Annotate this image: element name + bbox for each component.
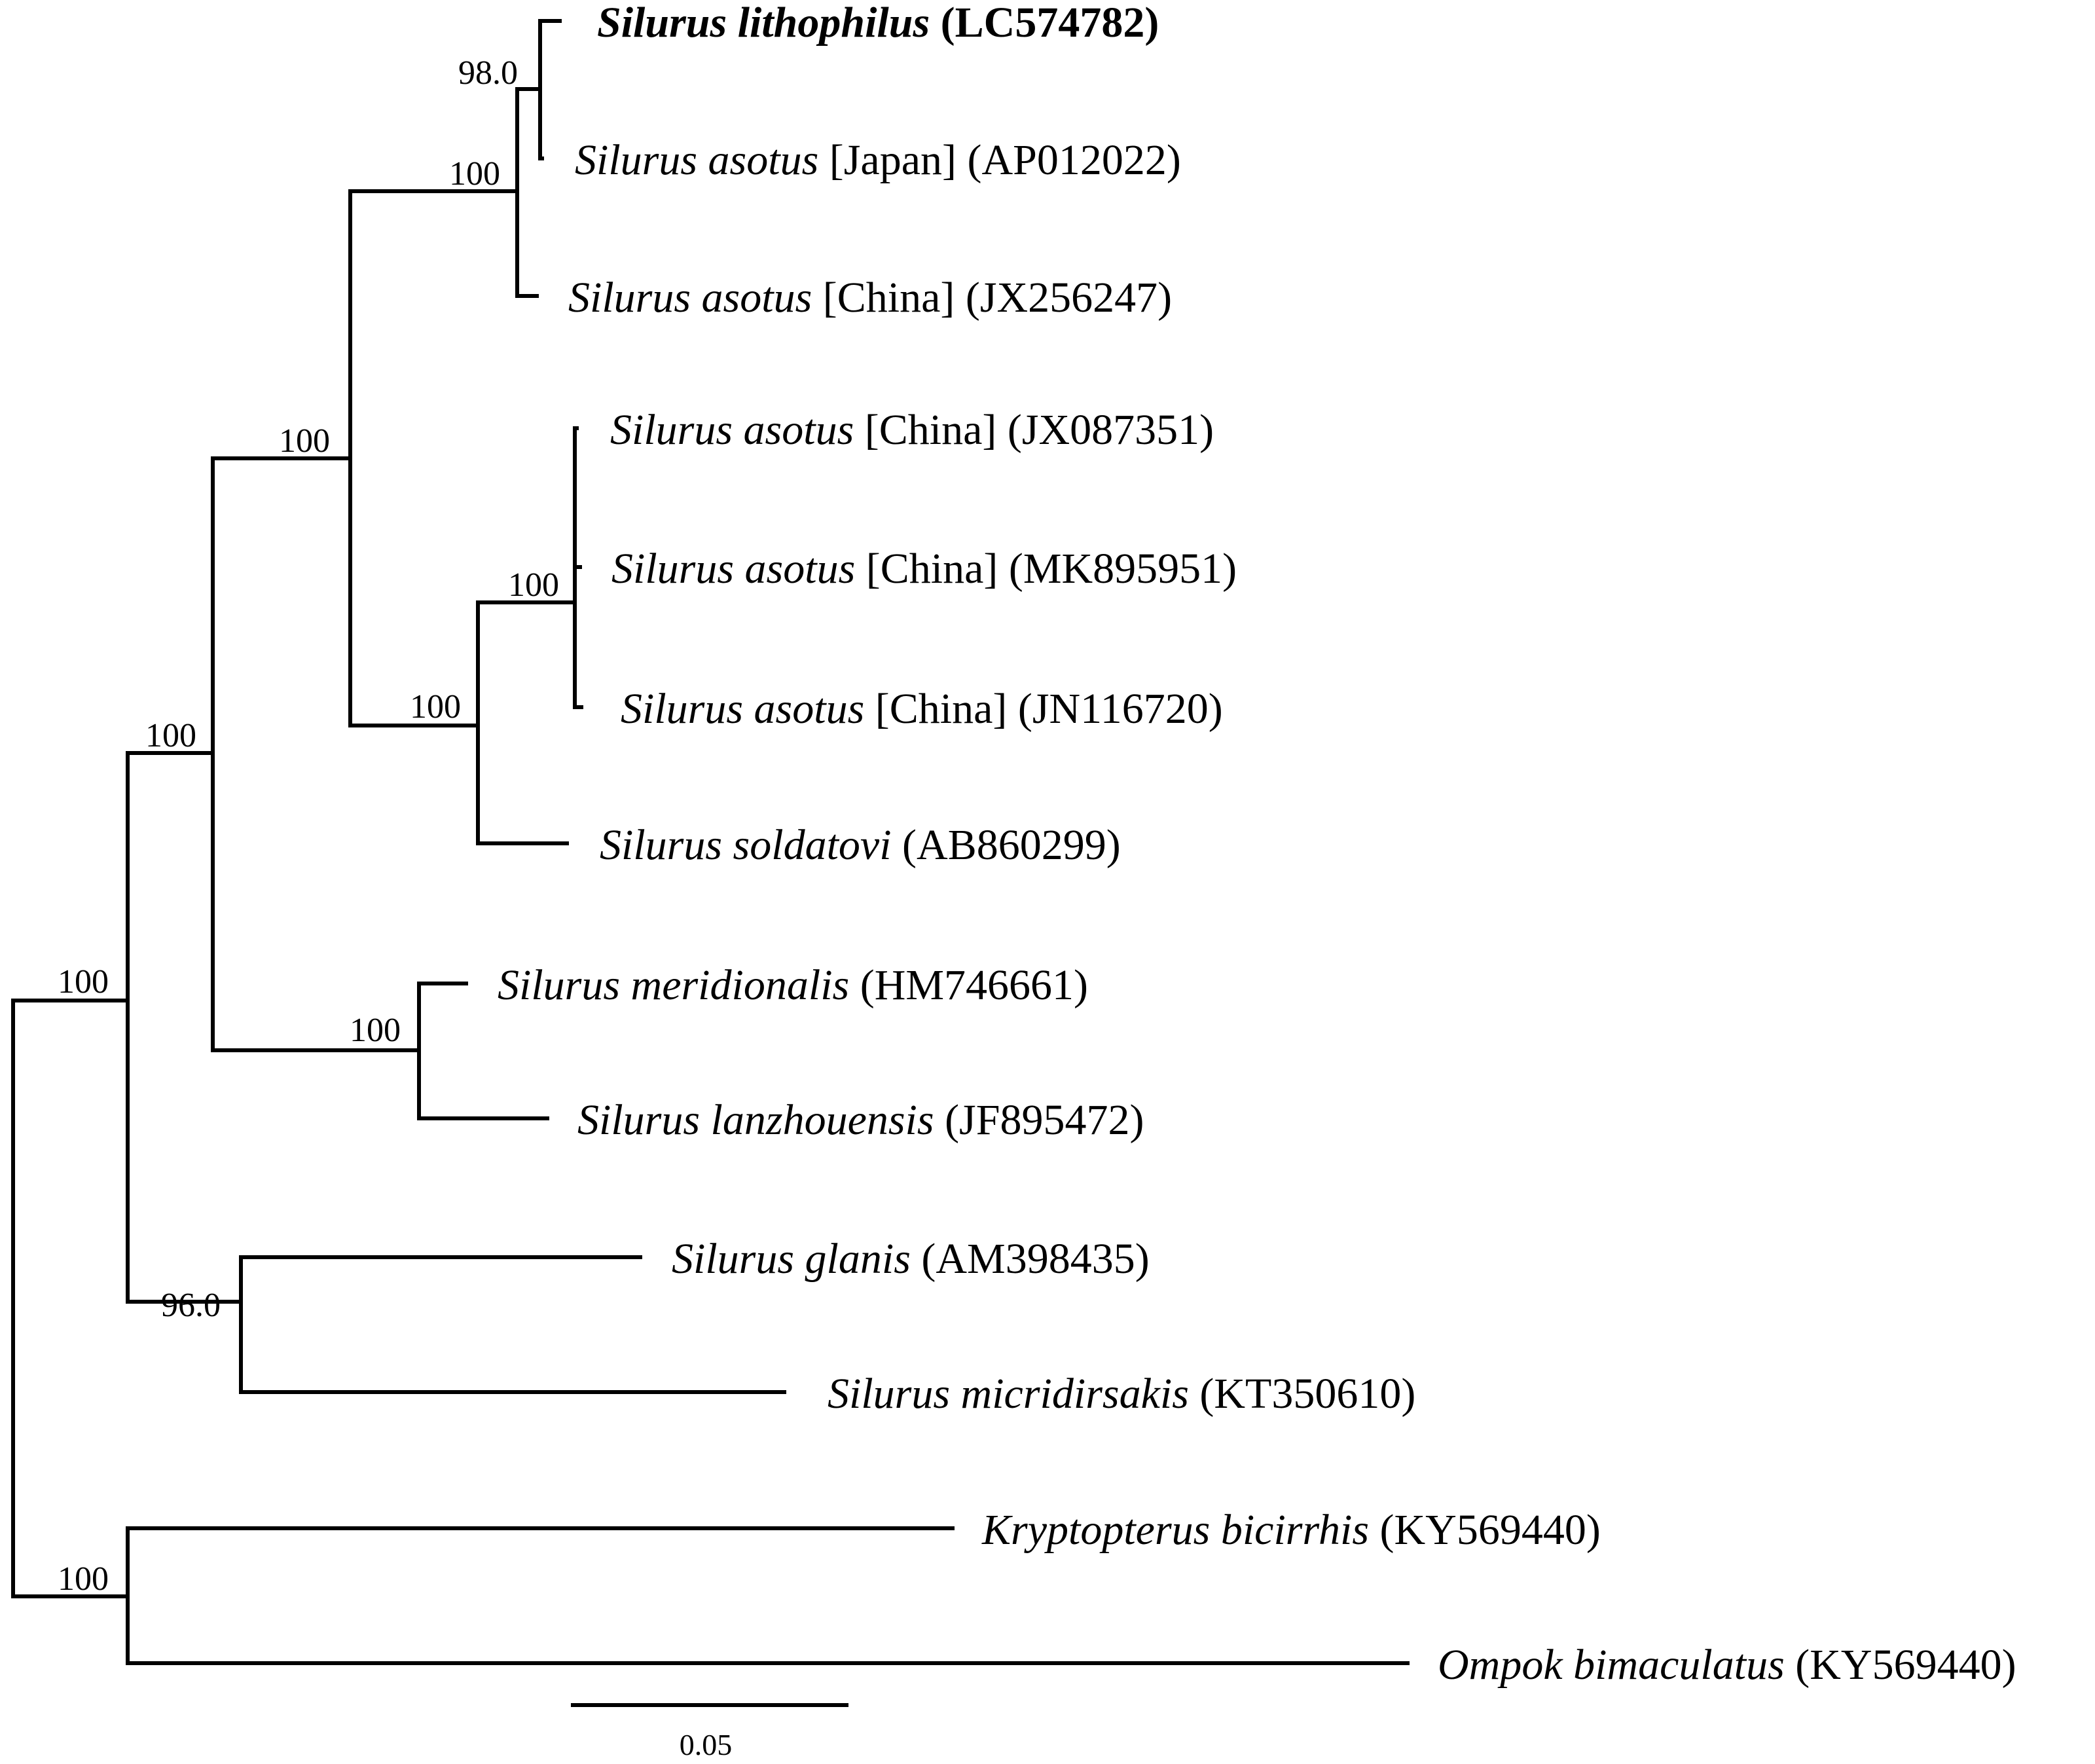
taxon-label-asotus-jx087351: Silurus asotus [China] (JX087351) [610,406,1214,454]
scale-bar: 0.05 [571,1703,848,1761]
taxon-label-ompok: Ompok bimaculatus (KY569440) [1438,1641,2016,1689]
taxon-label-lithophilus: Silurus lithophilus (LC574782) [597,0,1159,46]
branch-asotus-group [211,189,352,727]
support-value: 100 [410,688,461,726]
taxon-label-asotus-jn116720: Silurus asotus [China] (JN116720) [621,685,1223,733]
taxon-label-micridirsakis: Silurus micridirsakis (KT350610) [828,1370,1415,1418]
branch-silurus-core [126,456,215,1052]
branch-silurus-all [11,751,130,1304]
taxon-label-glanis: Silurus glanis (AM398435) [672,1235,1150,1283]
branch-asotus-clade-a [348,87,519,298]
taxon-label-asotus-japan: Silurus asotus [Japan] (AP012022) [575,136,1181,184]
support-value: 100 [350,1012,401,1049]
taxon-label-soldatovi: Silurus soldatovi (AB860299) [600,821,1121,869]
branch-lithophilus-asotus-japan [515,19,542,160]
support-value: 100 [449,155,500,193]
taxon-label-lanzhouensis: Silurus lanzhouensis (JF895472) [577,1096,1144,1144]
taxon-label-kryptopterus: Kryptopterus bicirrhis (KY569440) [981,1506,1601,1554]
taxon-label-meridionalis: Silurus meridionalis (HM746661) [498,961,1088,1009]
support-value: 96.0 [161,1287,221,1324]
taxon-label-asotus-jx256247: Silurus asotus [China] (JX256247) [568,274,1172,322]
support-value: 100 [508,566,559,604]
support-value: 100 [145,717,196,754]
branch-meridionalis-lanzhouensis [211,982,421,1120]
support-values: 98.0 100 100 100 100 100 100 96.0 100 10… [58,54,559,1598]
support-value: 98.0 [458,54,518,92]
support-value: 100 [58,963,109,1001]
scale-bar-label: 0.05 [680,1728,733,1761]
taxon-label-asotus-mk895951: Silurus asotus [China] (MK895951) [611,545,1237,593]
branch-glanis-micridirsakis [126,1255,243,1394]
branch-asotus-soldatovi [348,600,480,845]
support-value: 100 [58,1560,109,1598]
tree-branches [11,19,1410,1665]
branch-outgroup [11,1526,130,1665]
taxon-labels: Silurus lithophilus (LC574782) Silurus a… [498,0,2016,1689]
support-value: 100 [279,422,330,460]
